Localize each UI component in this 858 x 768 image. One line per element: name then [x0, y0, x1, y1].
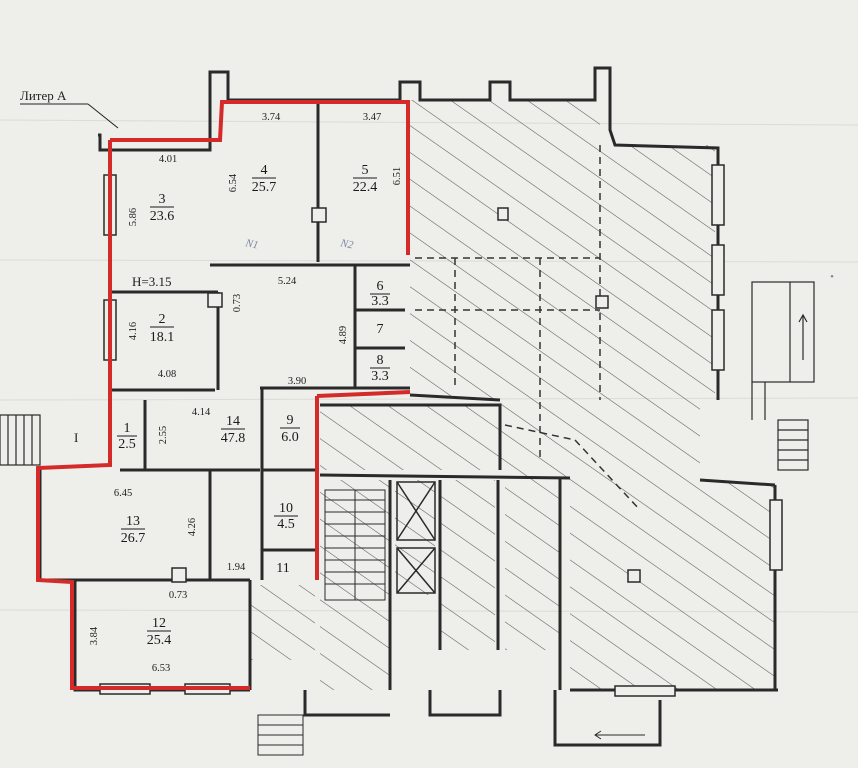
room-4-area: 25.7 — [252, 180, 277, 195]
room-11-number: 11 — [276, 561, 289, 576]
dim-label: 4.16 — [128, 322, 139, 340]
columns — [171, 207, 641, 583]
dim-label: 5.86 — [128, 208, 139, 226]
pencil-dot: • — [830, 271, 834, 283]
dim-label: 4.01 — [159, 154, 177, 165]
dim-label: 6.51 — [392, 167, 403, 185]
room-5-area: 22.4 — [353, 180, 378, 195]
room-3-number: 3 — [159, 192, 166, 207]
dim-label: 6.45 — [114, 488, 132, 499]
room-1-number: 1 — [124, 421, 131, 436]
dim-label: 0.73 — [232, 294, 243, 312]
fraction-bars — [117, 177, 390, 632]
premises-outline — [36, 100, 411, 690]
dim-label: 5.24 — [278, 276, 297, 287]
dim-label: 1.94 — [227, 562, 246, 573]
room-12-number: 12 — [152, 616, 166, 631]
room-2-number: 2 — [159, 312, 166, 327]
room-6-number: 6 — [377, 279, 384, 294]
room-2-area: 18.1 — [150, 330, 175, 345]
room-9-area: 6.0 — [281, 430, 299, 445]
room-13-number: 13 — [126, 514, 140, 529]
entrance-steps — [0, 414, 41, 466]
elevator-shafts — [396, 481, 436, 594]
height-note: H=3.15 — [132, 274, 171, 289]
room-labels: 1 2.5 2 18.1 3 23.6 4 25.7 5 22.4 6 3.3 … — [118, 163, 389, 648]
room-8-number: 8 — [377, 353, 384, 368]
pencil-note-n2: N2 — [338, 237, 355, 252]
dim-label: 4.89 — [338, 326, 349, 344]
dim-label: 4.08 — [158, 369, 176, 380]
dim-label: 4.14 — [192, 407, 211, 418]
room-13-area: 26.7 — [121, 531, 146, 546]
dim-label: 3.74 — [262, 112, 281, 123]
room-10-area: 4.5 — [277, 517, 295, 532]
ramp-right — [751, 281, 815, 471]
dim-label: 3.90 — [288, 376, 306, 387]
room-3-area: 23.6 — [150, 209, 175, 224]
dim-label: 4.26 — [187, 518, 198, 536]
dim-label: 6.54 — [228, 173, 239, 192]
dim-label: 0.73 — [169, 590, 187, 601]
pencil-note-n1: N1 — [243, 237, 259, 252]
dimension-labels: 3.74 3.47 4.01 6.54 6.51 5.86 5.24 0.73 … — [89, 112, 403, 674]
staircase — [324, 489, 386, 601]
plan-title: Литер А — [20, 88, 67, 103]
room-5-number: 5 — [362, 163, 369, 178]
room-9-number: 9 — [287, 413, 294, 428]
entrance-mark: I — [74, 430, 78, 445]
room-8-area: 3.3 — [371, 369, 389, 384]
dim-label: 3.84 — [89, 626, 100, 645]
room-7-number: 7 — [377, 322, 384, 337]
title-leader-arrow — [87, 103, 119, 129]
dim-label: 2.55 — [158, 426, 169, 444]
bottom-steps — [257, 714, 645, 756]
room-6-area: 3.3 — [371, 294, 389, 309]
room-14-number: 14 — [226, 414, 240, 429]
room-10-number: 10 — [279, 501, 293, 516]
room-4-number: 4 — [261, 163, 268, 178]
room-1-area: 2.5 — [118, 437, 136, 452]
room-14-area: 47.8 — [221, 431, 246, 446]
room-12-area: 25.4 — [147, 633, 172, 648]
dashed-partitions — [415, 145, 641, 511]
dim-label: 6.53 — [152, 663, 170, 674]
dim-label: 3.47 — [363, 112, 381, 123]
